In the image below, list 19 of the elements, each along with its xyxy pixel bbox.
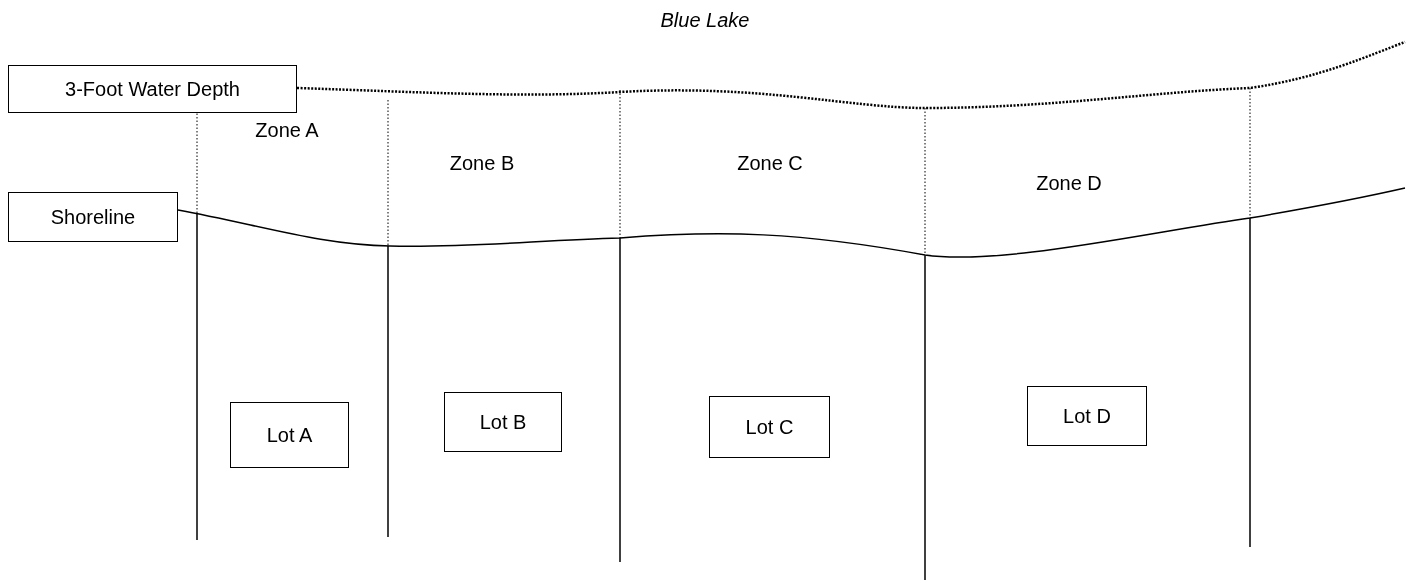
- lot-label: Lot D: [1063, 404, 1111, 428]
- lot-box: [1027, 386, 1147, 446]
- callout-label: Shoreline: [50, 205, 136, 229]
- callout-box: [8, 65, 297, 113]
- lot-box: [709, 396, 830, 458]
- zone-label: Zone B: [449, 151, 515, 175]
- callout-box: [8, 192, 178, 242]
- callout-label: 3-Foot Water Depth: [65, 77, 240, 101]
- lot-label: Lot A: [266, 423, 313, 447]
- zone-label: Zone C: [737, 151, 803, 175]
- lot-box: [230, 402, 349, 468]
- zone-label: Zone A: [255, 118, 319, 142]
- shoreline: [177, 187, 1406, 258]
- zone-label: Zone D: [1036, 171, 1102, 195]
- depth-contour-line: [296, 40, 1406, 110]
- lot-label: Lot C: [745, 415, 794, 439]
- lot-label: Lot B: [479, 410, 527, 434]
- lake-name: Blue Lake: [660, 8, 750, 32]
- lot-box: [444, 392, 562, 452]
